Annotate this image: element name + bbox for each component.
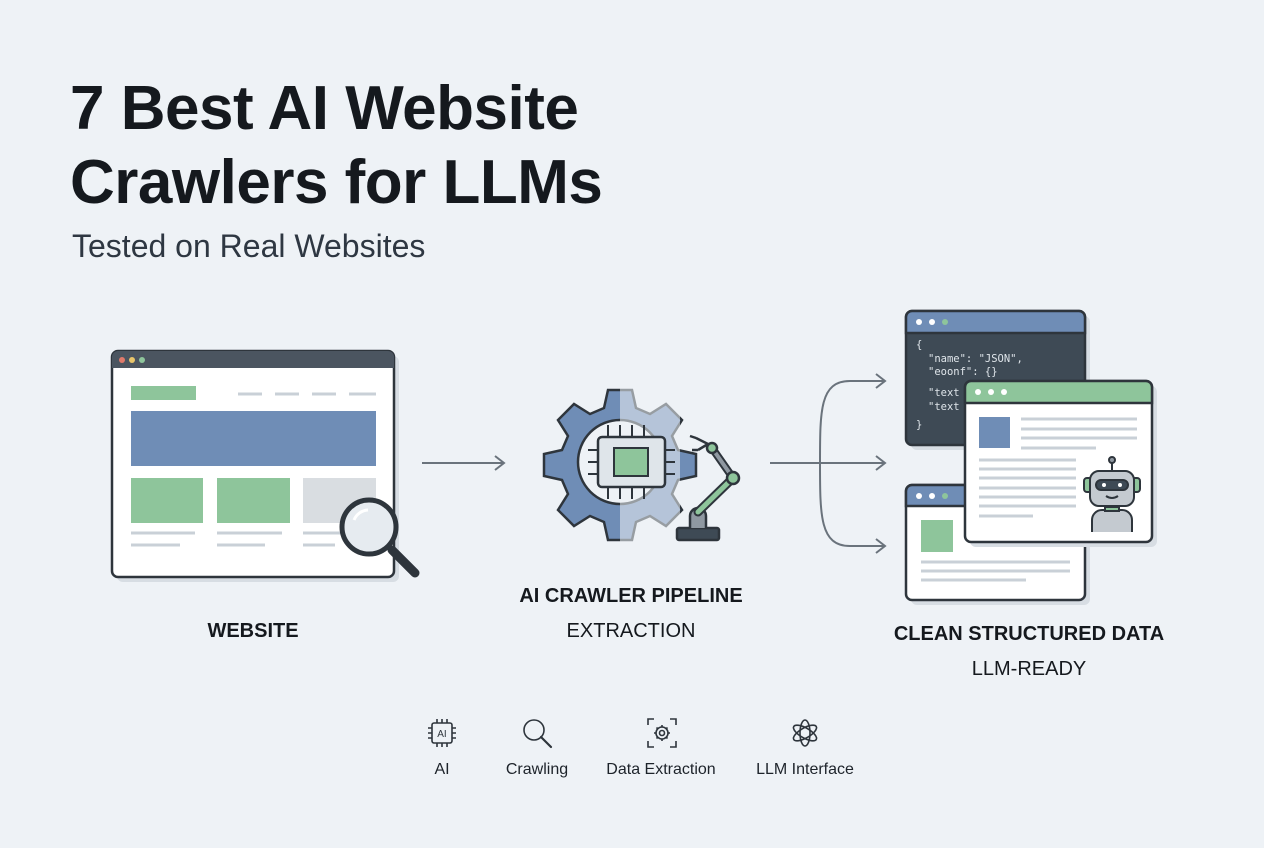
robot-avatar-icon [1083,456,1141,532]
chip-text: AI [437,729,446,740]
code-line: "text [928,401,960,413]
code-line: } [916,419,922,431]
legend-label-data-extraction: Data Extraction [606,761,716,778]
branching-arrows [770,373,887,554]
llm-knot-icon [792,719,818,747]
legend-label-llm-interface: LLM Interface [756,761,854,778]
subtitle: Tested on Real Websites [72,228,426,264]
legend-label-crawling: Crawling [505,761,569,778]
magnifier-icon [523,719,553,749]
code-line: "name": "JSON", [928,353,1023,365]
arrow-website-to-pipeline [422,455,506,471]
website-label: WEBSITE [207,620,299,642]
pipeline-sublabel: EXTRACTION [566,620,696,642]
code-line: { [916,339,922,351]
output-label: CLEAN STRUCTURED DATA [893,623,1165,645]
output-sublabel: LLM-READY [971,658,1087,680]
code-line: "text [928,387,960,399]
title-line-2: Crawlers for LLMs [70,148,603,217]
ai-crawler-gear-illustration [542,385,741,545]
code-line: "eoonf": {} [928,366,998,378]
website-illustration [110,349,420,582]
ai-chip-icon: AI [428,719,456,747]
page-title: 7 Best AI Website Crawlers for LLMs [70,72,603,220]
gear-scan-icon [647,718,677,748]
title-line-1: 7 Best AI Website [70,74,579,143]
pipeline-label: AI CRAWLER PIPELINE [519,585,743,607]
magnifier-icon [339,497,420,578]
llm-result-window [963,379,1157,547]
robot-arm-icon [675,434,741,542]
legend-label-ai: AI [434,761,450,778]
